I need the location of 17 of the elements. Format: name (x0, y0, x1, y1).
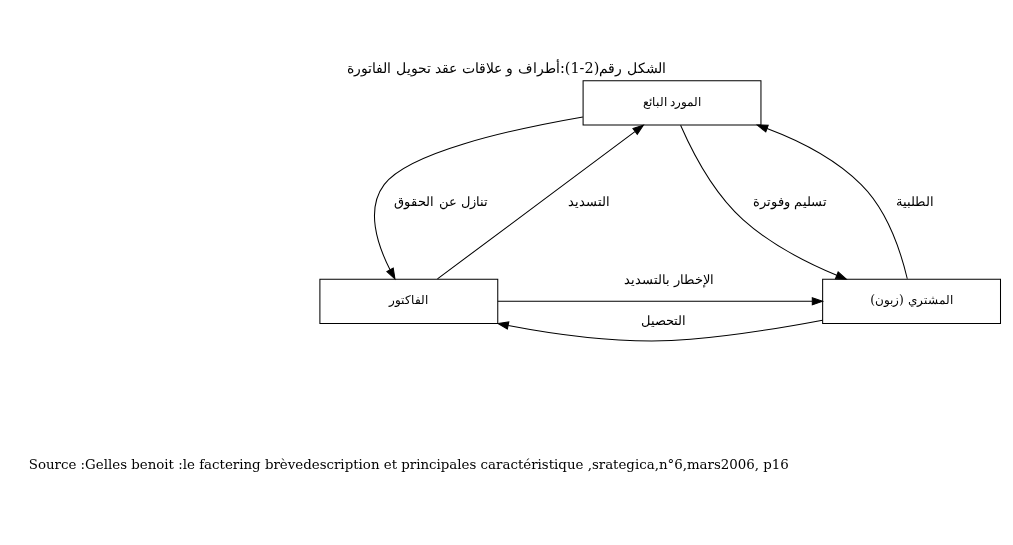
edge-label: تنازل عن الحقوق (394, 193, 488, 209)
arrow (374, 116, 584, 281)
caption: Source :Gelles benoit :le factering brèvedescription et principales caractéristique ,srategica,n°6,mars2006, p16 (28, 457, 789, 473)
edge-label: الطلبية (896, 193, 935, 209)
arrow (496, 319, 823, 342)
node-box: المشتري (زبون) (822, 278, 1001, 324)
arrow (497, 296, 825, 306)
arrow (755, 124, 908, 280)
arrow (436, 124, 645, 280)
edge-label: التحصيل (640, 313, 686, 329)
edge-label: تسليم وفوترة (753, 193, 828, 209)
edge-label: التسديد (567, 193, 610, 209)
node-box: الفاكتور (319, 278, 499, 324)
edge-label: الإخطار بالتسديد (624, 272, 715, 288)
arrow (680, 124, 848, 280)
node-box: المورد البائع (582, 80, 762, 126)
diagram-title: الشكل رقم(2-1):أطراف و علاقات عقد تحويل الفاتورة (347, 59, 666, 76)
